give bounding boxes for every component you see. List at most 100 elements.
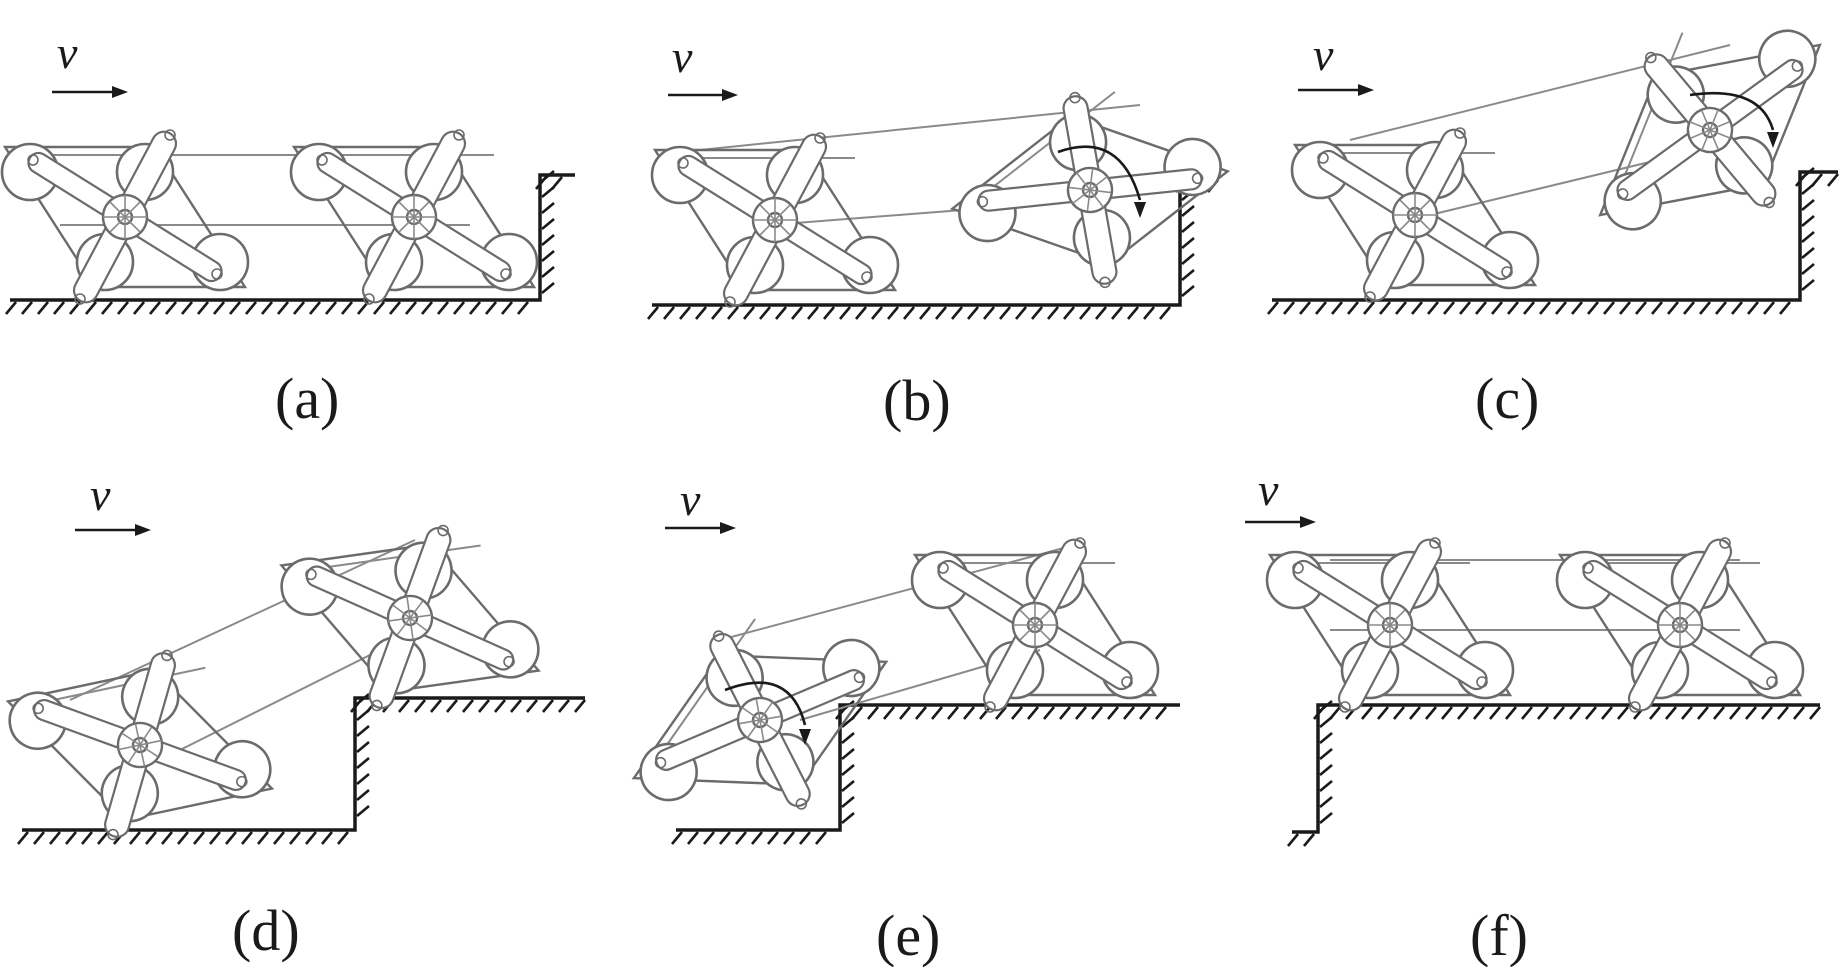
hatch-tick xyxy=(947,706,959,720)
panel-label-d: (d) xyxy=(232,898,300,963)
hatch-tick xyxy=(414,699,426,713)
rotation-arrow xyxy=(724,681,811,745)
connecting-frame xyxy=(69,539,416,701)
hatch-tick xyxy=(161,831,173,845)
hatch-tick xyxy=(1457,706,1469,720)
hatch-tick xyxy=(485,301,497,315)
hatch-tick xyxy=(1729,706,1741,720)
panel-label-f: (f) xyxy=(1470,903,1528,967)
hatch-tick xyxy=(1681,706,1693,720)
hatch-tick xyxy=(542,699,554,713)
hatch-tick xyxy=(209,831,221,845)
hatch-tick xyxy=(1443,301,1455,315)
hatch-tick xyxy=(735,831,747,845)
hatch-tick xyxy=(1473,706,1485,720)
hatch-tick xyxy=(791,306,803,320)
hatch-tick xyxy=(915,706,927,720)
hatch-tick xyxy=(919,306,931,320)
hatch-tick xyxy=(871,306,883,320)
hatch-tick xyxy=(356,741,370,753)
hatch-tick xyxy=(1747,301,1759,315)
hatch-tick xyxy=(1127,306,1139,320)
hatch-tick xyxy=(1491,301,1503,315)
hatch-tick xyxy=(1779,301,1791,315)
hatch-tick xyxy=(671,831,683,845)
hatch-tick xyxy=(1489,706,1501,720)
hatch-tick xyxy=(510,699,522,713)
hatch-tick xyxy=(309,301,321,315)
hatch-tick xyxy=(1319,748,1333,760)
hatch-tick xyxy=(1123,706,1135,720)
hatch-tick xyxy=(1553,706,1565,720)
hatch-tick xyxy=(1079,306,1091,320)
hatch-tick xyxy=(687,831,699,845)
hatch-tick xyxy=(1801,215,1815,227)
hatch-tick xyxy=(453,301,465,315)
hatch-tick xyxy=(1107,706,1119,720)
hatch-tick xyxy=(356,773,370,785)
hatch-tick xyxy=(81,831,93,845)
panel-e: v (e) xyxy=(614,474,1180,967)
panel-d: v (d) xyxy=(0,469,586,963)
hatch-tick xyxy=(1587,301,1599,315)
hatch-tick xyxy=(289,831,301,845)
ground-hatching xyxy=(671,700,1167,845)
hatch-tick xyxy=(517,301,529,315)
hatch-tick xyxy=(541,282,555,294)
velocity-indicator: v xyxy=(1298,29,1374,96)
hatch-tick xyxy=(1143,306,1155,320)
hatch-tick xyxy=(241,831,253,845)
hatch-tick xyxy=(1363,301,1375,315)
hatch-tick xyxy=(1801,247,1815,259)
hatch-tick xyxy=(1377,706,1389,720)
ground-profile xyxy=(1292,703,1820,834)
hatch-tick xyxy=(899,706,911,720)
hatch-tick xyxy=(1411,301,1423,315)
hatch-tick xyxy=(775,306,787,320)
hatch-tick xyxy=(1063,306,1075,320)
hatch-tick xyxy=(751,831,763,845)
hatch-tick xyxy=(1731,301,1743,315)
hatch-tick xyxy=(1319,732,1333,744)
hatch-tick xyxy=(1801,279,1815,291)
hatch-tick xyxy=(1441,706,1453,720)
velocity-symbol: v xyxy=(1313,29,1334,80)
hatch-tick xyxy=(759,306,771,320)
panel-a: v (a) xyxy=(0,27,575,431)
hatch-tick xyxy=(1745,706,1757,720)
hatch-tick xyxy=(293,301,305,315)
hatch-tick xyxy=(97,831,109,845)
hatch-tick xyxy=(1427,301,1439,315)
hatch-tick xyxy=(1761,706,1773,720)
velocity-symbol: v xyxy=(90,469,111,520)
hatch-tick xyxy=(841,748,855,760)
hatch-tick xyxy=(341,301,353,315)
hatch-tick xyxy=(356,725,370,737)
ground-profile xyxy=(10,173,575,302)
hatch-tick xyxy=(129,831,141,845)
rear-track-unit xyxy=(289,126,539,308)
hatch-tick xyxy=(1809,706,1821,720)
velocity-symbol: v xyxy=(1258,464,1279,515)
hatch-tick xyxy=(743,306,755,320)
hatch-tick xyxy=(541,266,555,278)
rotation-arrow xyxy=(1057,145,1146,218)
hatch-tick xyxy=(145,831,157,845)
panel-c: v (c) xyxy=(1267,0,1841,431)
hatch-tick xyxy=(1459,301,1471,315)
hatch-tick xyxy=(1801,263,1815,275)
rotation-arrow xyxy=(1689,91,1779,148)
panel-label-e: (e) xyxy=(876,903,940,967)
ground-profile xyxy=(22,696,585,832)
hatch-tick xyxy=(229,301,241,315)
hatch-tick xyxy=(1043,706,1055,720)
hatch-tick xyxy=(1139,706,1151,720)
front-track-unit xyxy=(274,510,546,726)
hatch-tick xyxy=(855,306,867,320)
hatch-tick xyxy=(469,301,481,315)
hatch-tick xyxy=(356,789,370,801)
velocity-symbol: v xyxy=(57,27,78,78)
rear-track-unit xyxy=(650,129,900,311)
hatch-tick xyxy=(1763,301,1775,315)
hatch-tick xyxy=(1267,301,1279,315)
